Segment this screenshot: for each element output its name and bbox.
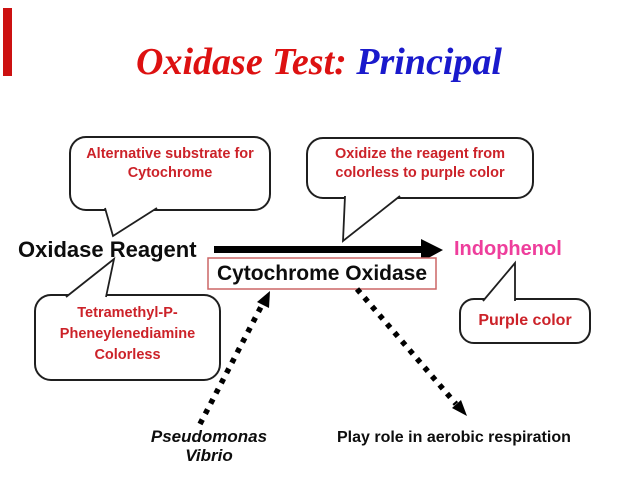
- dotted-arrow-respiration-head: [452, 400, 467, 416]
- callout-tetramethyl-bubble: [34, 294, 221, 381]
- title-red-part: Oxidase Test:: [136, 41, 347, 83]
- callout-oxidize-reagent-bubble: [306, 137, 534, 199]
- callout-alternative-substrate-text: Alternative substrate for Cytochrome: [70, 145, 270, 183]
- enzyme-box: [207, 257, 437, 290]
- dotted-arrow-respiration-line: [354, 287, 459, 406]
- callout-line: Colorless: [94, 347, 161, 363]
- aerobic-respiration-note: Play role in aerobic respiration: [337, 429, 571, 446]
- dotted-arrow-organisms-head: [257, 291, 270, 308]
- product-label: Indophenol: [454, 238, 562, 260]
- callout-alternative-substrate-tail: [104, 207, 158, 238]
- reactant-label: Oxidase Reagent: [18, 237, 197, 262]
- callout-purple-color-tail: [482, 260, 516, 302]
- organism-line: Pseudomonas: [150, 427, 268, 446]
- callout-line: Pheneylenediamine: [59, 326, 196, 342]
- callout-tetramethyl-text: Tetramethyl-P- Pheneylenediamine Colorle…: [35, 303, 220, 366]
- callout-tetramethyl-tail: [65, 256, 116, 298]
- callout-oxidize-reagent-tail: [342, 195, 401, 243]
- callout-purple-color-text: Purple color: [478, 312, 572, 329]
- organism-line: Vibrio: [185, 446, 233, 465]
- callout-purple-color-bubble: [459, 298, 591, 344]
- callout-line: colorless to purple color: [335, 165, 505, 181]
- enzyme-label: Cytochrome Oxidase: [216, 262, 428, 285]
- callout-line: Tetramethyl-P-: [77, 305, 178, 321]
- slide-title: Oxidase Test: Principal: [0, 38, 638, 86]
- callout-line: Alternative substrate for: [86, 146, 254, 162]
- title-blue-part: Principal: [356, 41, 502, 83]
- callout-alternative-substrate-bubble: [69, 136, 271, 211]
- organisms-label: Pseudomonas Vibrio: [129, 427, 289, 465]
- reaction-arrow-head: [421, 239, 443, 262]
- callout-oxidize-reagent-text: Oxidize the reagent from colorless to pu…: [307, 145, 533, 183]
- callout-line: Cytochrome: [127, 165, 213, 181]
- reaction-arrow-shaft: [214, 246, 422, 253]
- callout-line: Oxidize the reagent from: [334, 146, 505, 162]
- red-ribbon: [3, 8, 12, 76]
